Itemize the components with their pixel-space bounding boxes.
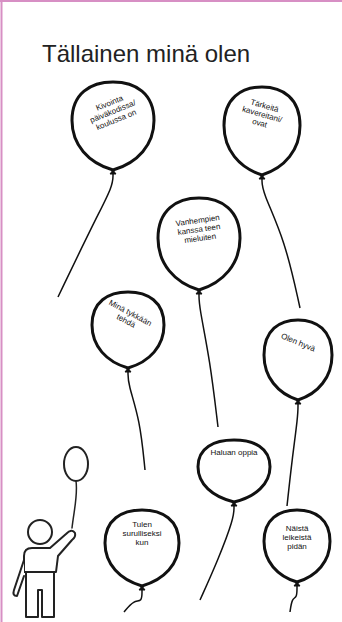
- balloon-shape: [72, 82, 154, 170]
- balloon-string: [128, 372, 145, 470]
- balloon-label: Tulen surulliseksi kun: [116, 520, 168, 548]
- frame-line: [0, 0, 342, 2]
- balloon-string: [262, 179, 300, 308]
- balloon-shape: [198, 440, 270, 502]
- balloon-text: Näistä leikeistä pidän: [273, 524, 321, 552]
- balloon-knot: [294, 582, 300, 586]
- balloon-string: [124, 590, 142, 612]
- balloon: Tulen surulliseksi kun: [103, 508, 181, 590]
- balloon-knot: [125, 368, 131, 372]
- balloon: Kivointa päiväkodissa/ koulussa on: [70, 80, 156, 174]
- balloon-string: [287, 404, 298, 506]
- balloon-label: Haluan oppia: [209, 448, 259, 457]
- balloon-string: [290, 586, 297, 612]
- balloon: Tärkeitä kavereitani/ ovat: [222, 85, 302, 179]
- balloon-knot: [231, 502, 237, 506]
- balloon-label: Näistä leikeistä pidän: [273, 524, 321, 552]
- frame-line: [1, 0, 3, 622]
- balloon-outline: [156, 196, 242, 300]
- balloon-outline: [262, 318, 334, 410]
- balloon: Olen hyvä: [262, 318, 334, 404]
- balloon: Haluan oppia: [196, 438, 272, 506]
- balloon-knot: [295, 400, 301, 404]
- page-title: Tällainen minä olen: [42, 40, 250, 68]
- balloon-outline: [70, 80, 156, 180]
- balloon-string: [58, 174, 113, 297]
- balloon-string: [200, 506, 234, 600]
- figure-legs: [26, 572, 54, 617]
- balloon-shape: [264, 320, 332, 400]
- balloon-text: Haluan oppia: [209, 448, 259, 457]
- balloon: Minä tykkään tehdä: [90, 290, 166, 372]
- balloon-outline: [90, 290, 166, 378]
- figure-balloon: [64, 447, 88, 481]
- figure-arm: [13, 560, 24, 596]
- balloon-knot: [139, 586, 145, 590]
- balloon-knot: [259, 175, 265, 179]
- balloon-shape: [224, 87, 300, 175]
- balloon-knot: [196, 290, 202, 294]
- balloon: Vanhempien kanssa teen mieluiten: [156, 196, 242, 294]
- child-figure: [13, 447, 88, 617]
- balloon-shape: [264, 510, 330, 582]
- balloon-shape: [92, 292, 164, 368]
- balloon-string: [199, 294, 218, 427]
- figure-head: [28, 520, 52, 544]
- balloon: Näistä leikeistä pidän: [262, 508, 332, 586]
- balloon-shape: [105, 510, 179, 586]
- balloon-shape: [158, 198, 240, 290]
- balloon-text: Tulen surulliseksi kun: [116, 520, 168, 548]
- figure-string: [72, 481, 77, 528]
- balloon-knot: [110, 170, 116, 174]
